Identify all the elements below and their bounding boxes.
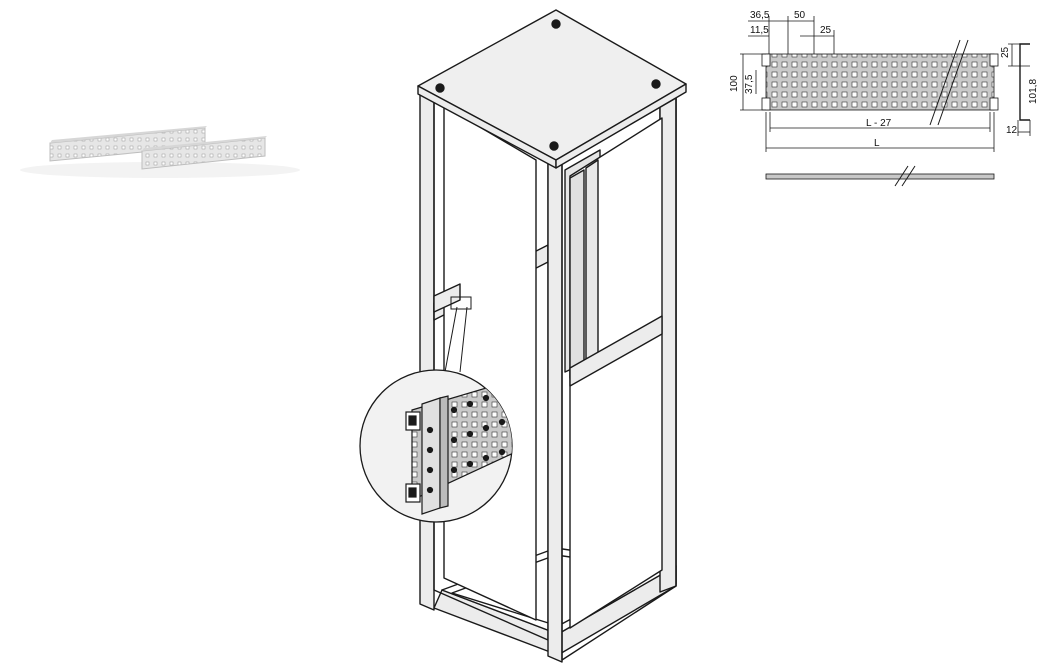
product-photo <box>20 126 300 178</box>
dimension-labels: 36,5 50 11,5 25 100 37,5 L - 27 L 25 12 … <box>729 10 1037 149</box>
dim-l: L <box>874 138 880 149</box>
dim-11-5: 11,5 <box>750 25 769 36</box>
dim-50: 50 <box>794 10 806 21</box>
dim-36-5: 36,5 <box>750 10 770 21</box>
dim-37-5: 37,5 <box>744 74 755 94</box>
dim-l-27: L - 27 <box>866 118 892 129</box>
dim-cut: 101,8 <box>1028 79 1037 104</box>
dim-25-top: 25 <box>820 25 832 36</box>
dim-25-side: 25 <box>1000 46 1011 58</box>
dim-12: 12 <box>1006 125 1018 136</box>
dim-100: 100 <box>729 75 740 92</box>
cabinet-frame-illustration <box>417 9 687 663</box>
detail-magnifier <box>359 369 513 523</box>
technical-drawing <box>740 16 1031 187</box>
magnifier-leader <box>444 296 472 373</box>
